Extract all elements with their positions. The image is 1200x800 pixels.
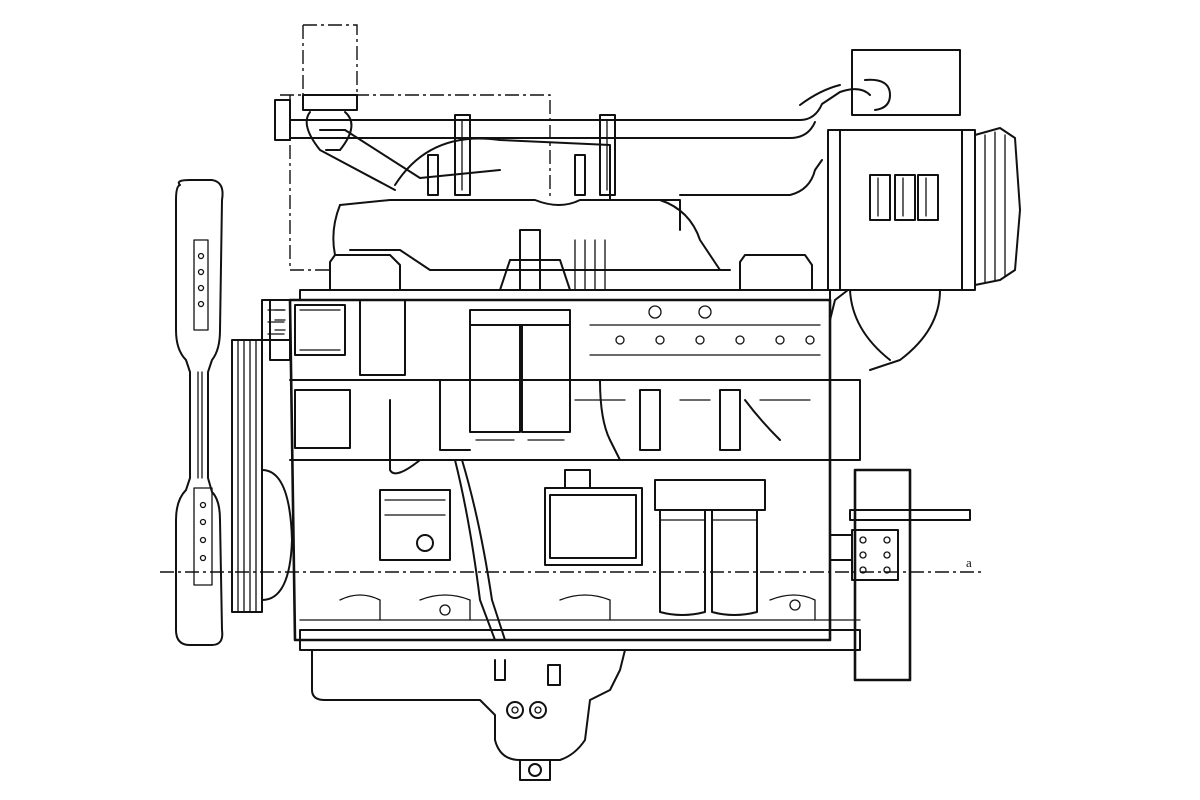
- oil-pan: [311, 649, 626, 781]
- crank-pulley: [231, 299, 293, 613]
- lower-block-details: [339, 594, 816, 621]
- intake-manifold: [332, 159, 823, 291]
- front-accessories: [269, 299, 406, 449]
- valve-covers: [299, 254, 831, 301]
- fuel-lines: [389, 379, 781, 641]
- top-pipe: [289, 84, 871, 201]
- engine-block: [288, 298, 861, 651]
- air-filter-housing: [827, 49, 1021, 371]
- fuel-filters: [469, 309, 571, 441]
- oil-filters: [654, 479, 766, 616]
- cooling-fan: [175, 179, 224, 646]
- crank-centerline: a: [160, 555, 985, 573]
- intake-stack: [274, 24, 551, 271]
- lifting-brackets: [427, 114, 616, 196]
- ecu-module: [544, 469, 643, 566]
- injection-pump: [379, 489, 451, 561]
- flywheel-housing: [829, 379, 971, 682]
- head-bolts: [589, 305, 821, 356]
- centerline-label: a: [966, 555, 972, 570]
